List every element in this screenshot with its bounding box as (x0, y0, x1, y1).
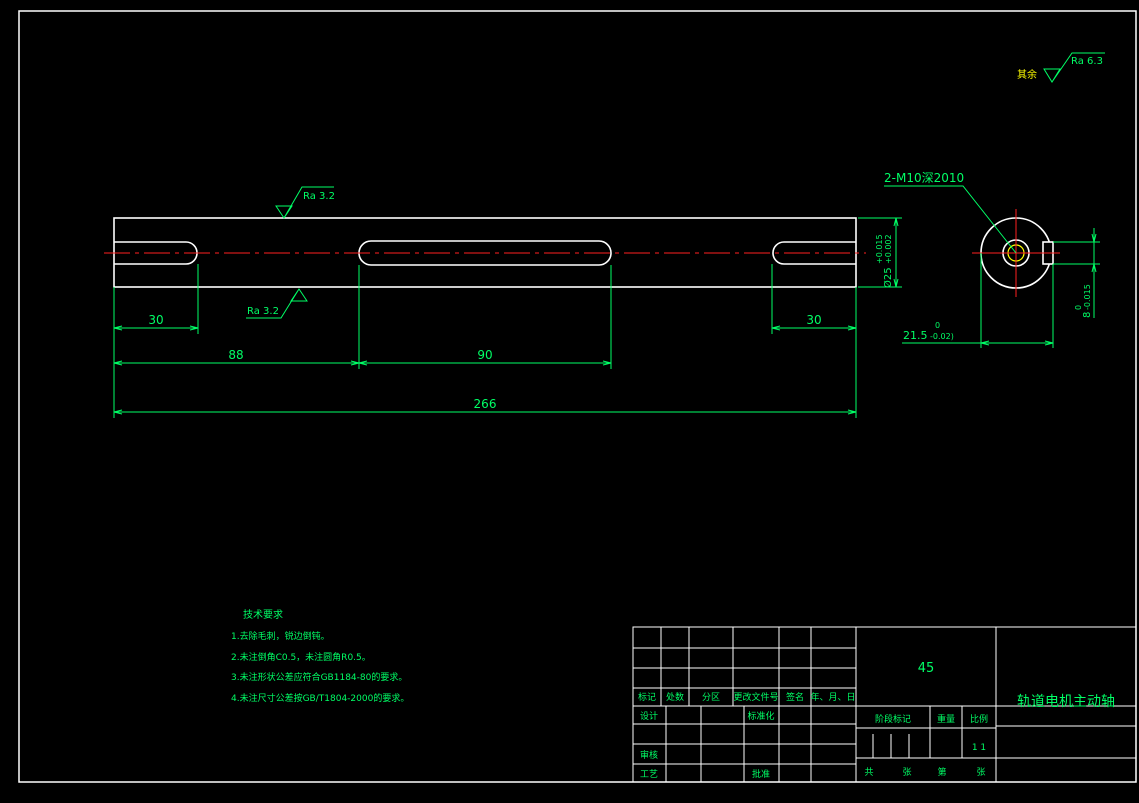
dim-overall: 266 (474, 397, 497, 411)
top-roughness-symbol-icon (275, 186, 334, 219)
diameter-tol-lower: +0.002 (884, 234, 893, 264)
header-count: 处数 (666, 691, 684, 703)
hole-leader (884, 185, 1017, 254)
middle-keyway-slot (358, 240, 612, 266)
approval-label: 批准 (752, 768, 770, 780)
dimension-arrows (113, 217, 899, 415)
design-label: 设计 (640, 710, 658, 722)
sheet-no-label: 第 (937, 766, 946, 778)
section-extension-lines (902, 228, 1100, 348)
title-block-grid (633, 627, 1136, 782)
title-block-border (632, 626, 1137, 783)
header-zone: 分区 (702, 692, 720, 703)
note-3: 3.未注形状公差应符合GB1184-80的要求。 (231, 671, 407, 683)
keyway-depth-tol-upper: 0 (935, 321, 940, 330)
dim-to-middle: 88 (228, 348, 243, 362)
sheets-label: 张 (902, 767, 911, 778)
process-label: 工艺 (640, 769, 658, 780)
general-finish-prefix: 其余 (1017, 68, 1037, 81)
header-mark: 标记 (638, 691, 656, 703)
hole-callout: 2-M10深2010 (884, 171, 964, 185)
section-dim-arrows (980, 233, 1097, 346)
drawing-border (18, 10, 1137, 783)
dim-right-slot: 30 (806, 313, 821, 327)
diameter-tol-upper: +0.015 (875, 234, 884, 264)
bottom-roughness-symbol-icon (246, 288, 308, 319)
keyway-width-dimension: 8 0 -0.015 (1074, 284, 1093, 318)
dimension-lines (114, 218, 897, 413)
scale-label: 比例 (970, 713, 988, 725)
stage-label: 阶段标记 (875, 713, 911, 725)
technical-requirements: 技术要求 1.去除毛刺，锐边倒钝。 2.未注倒角C0.5，未注圆角R0.5。 3… (231, 608, 409, 704)
roughness-symbol-icon (1043, 52, 1105, 83)
note-1: 1.去除毛刺，锐边倒钝。 (231, 630, 330, 642)
bottom-finish-value: Ra 3.2 (247, 306, 279, 317)
header-date: 年、月、日 (810, 691, 855, 703)
sheet-label: 张 (976, 767, 985, 778)
material-value: 45 (918, 661, 935, 676)
general-surface-finish: 其余 Ra 6.3 (1017, 52, 1105, 83)
section-view: 2-M10深2010 8 0 -0.015 21.5 0 -0.02) (884, 171, 1100, 348)
standardization-label: 标准化 (747, 710, 774, 722)
scale-value: 1 1 (972, 743, 986, 753)
diameter-value: Ø25 (882, 267, 894, 288)
weight-label: 重量 (937, 713, 955, 725)
review-label: 审核 (640, 749, 658, 761)
part-name: 轨道电机主动轴 (1017, 694, 1115, 710)
note-2: 2.未注倒角C0.5，未注圆角R0.5。 (231, 651, 371, 663)
keyway-width-value: 8 (1082, 312, 1093, 318)
title-block: 45 轨道电机主动轴 标记 处数 分区 更改文件号 签名 年、月、日 设计 标准… (632, 626, 1137, 783)
main-view: Ra 3.2 Ra 3.2 30 30 88 90 266 Ø25 +0.015… (104, 186, 902, 418)
extension-lines (113, 217, 902, 418)
general-finish-value: Ra 6.3 (1071, 56, 1103, 67)
keyway-width-tol-upper: 0 (1074, 305, 1083, 310)
total-label: 共 (864, 767, 873, 778)
top-finish-value: Ra 3.2 (303, 191, 335, 202)
note-4: 4.未注尺寸公差按GB/T1804-2000的要求。 (231, 692, 409, 704)
dim-middle-slot: 90 (477, 348, 492, 362)
keyway-depth-tol-lower: -0.02) (930, 332, 954, 341)
right-keyway-slot (772, 241, 856, 265)
keyway-width-tol-lower: -0.015 (1083, 284, 1092, 310)
header-change-doc: 更改文件号 (733, 691, 778, 703)
dim-left-slot: 30 (148, 313, 163, 327)
diameter-dimension: Ø25 +0.015 +0.002 (875, 234, 894, 288)
notes-heading: 技术要求 (243, 608, 283, 621)
keyway-depth-value: 21.5 (903, 329, 928, 342)
header-signature: 签名 (786, 691, 804, 703)
